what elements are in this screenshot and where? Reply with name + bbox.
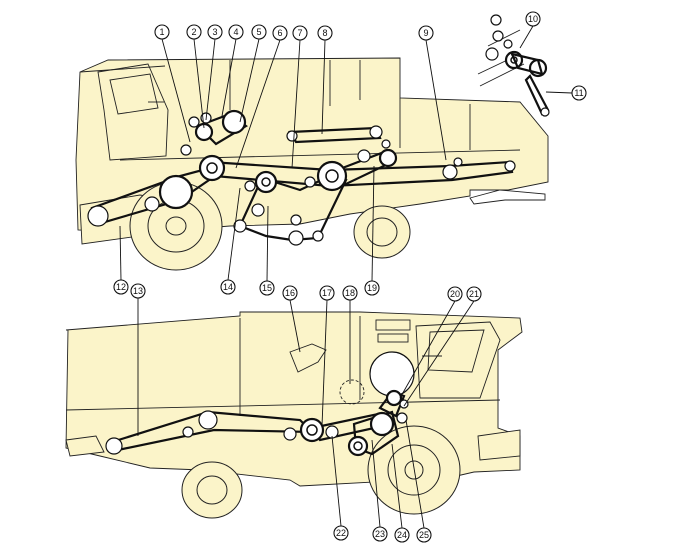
svg-text:17: 17 bbox=[322, 288, 332, 298]
callout-22: 22 bbox=[333, 525, 349, 541]
svg-text:11: 11 bbox=[574, 88, 583, 98]
svg-text:22: 22 bbox=[336, 528, 346, 538]
callout-9: 9 bbox=[418, 25, 434, 41]
svg-text:5: 5 bbox=[256, 27, 261, 37]
callout-8: 8 bbox=[317, 25, 333, 41]
svg-text:25: 25 bbox=[419, 530, 429, 540]
callout-6: 6 bbox=[272, 25, 288, 41]
svg-text:12: 12 bbox=[116, 282, 126, 292]
callout-13: 13 bbox=[130, 283, 146, 299]
leader-lines bbox=[119, 25, 573, 529]
callout-2: 2 bbox=[186, 24, 202, 40]
top-front-wheel bbox=[129, 181, 223, 271]
callout-15: 15 bbox=[259, 280, 275, 296]
callout-24: 24 bbox=[394, 527, 410, 543]
svg-text:18: 18 bbox=[345, 288, 355, 298]
callout-12: 12 bbox=[113, 279, 129, 295]
svg-text:3: 3 bbox=[212, 27, 217, 37]
callout-19: 19 bbox=[364, 280, 380, 296]
svg-text:23: 23 bbox=[375, 529, 385, 539]
svg-text:21: 21 bbox=[469, 289, 479, 299]
callout-25: 25 bbox=[416, 527, 432, 543]
callout-16: 16 bbox=[282, 285, 298, 301]
svg-text:13: 13 bbox=[133, 286, 143, 296]
callout-17: 17 bbox=[319, 285, 335, 301]
callout-7: 7 bbox=[292, 25, 308, 41]
callout-4: 4 bbox=[228, 24, 244, 40]
callout-11: 11 bbox=[571, 85, 587, 101]
svg-text:7: 7 bbox=[297, 28, 302, 38]
callout-5: 5 bbox=[251, 24, 267, 40]
svg-text:15: 15 bbox=[262, 283, 272, 293]
callout-3: 3 bbox=[207, 24, 223, 40]
svg-text:1: 1 bbox=[159, 27, 164, 37]
svg-text:19: 19 bbox=[367, 283, 377, 293]
svg-text:9: 9 bbox=[423, 28, 428, 38]
svg-text:6: 6 bbox=[277, 28, 282, 38]
callout-21: 21 bbox=[466, 286, 482, 302]
svg-text:20: 20 bbox=[450, 289, 460, 299]
callout-23: 23 bbox=[372, 526, 388, 542]
top-right-detail bbox=[477, 14, 550, 117]
callout-1: 1 bbox=[154, 24, 170, 40]
callout-14: 14 bbox=[220, 279, 236, 295]
svg-text:24: 24 bbox=[397, 530, 407, 540]
svg-text:4: 4 bbox=[233, 27, 238, 37]
callout-20: 20 bbox=[447, 286, 463, 302]
callout-18: 18 bbox=[342, 285, 358, 301]
top-rear-wheel bbox=[353, 205, 411, 259]
svg-text:8: 8 bbox=[322, 28, 327, 38]
svg-text:14: 14 bbox=[223, 282, 233, 292]
svg-text:16: 16 bbox=[285, 288, 295, 298]
callout-10: 10 bbox=[525, 11, 541, 27]
svg-text:10: 10 bbox=[528, 14, 538, 24]
svg-text:2: 2 bbox=[191, 27, 196, 37]
bottom-rear-wheel bbox=[181, 461, 243, 519]
